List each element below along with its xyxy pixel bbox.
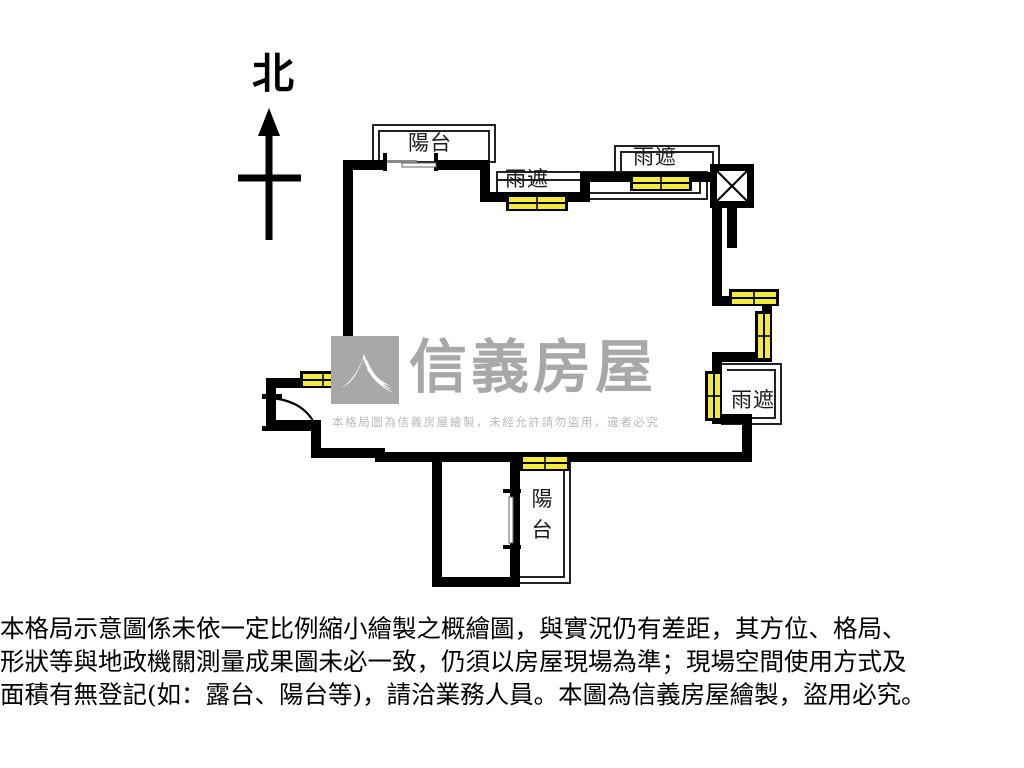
disclaimer-line-1: 本格局示意圖係未依一定比例縮小繪製之概繪圖，與實況仍有差距，其方位、格局、 xyxy=(0,614,907,643)
window-right-upper xyxy=(729,289,779,306)
window-right-vertical xyxy=(755,311,772,361)
window-top-right xyxy=(630,174,692,191)
entry-door-icon xyxy=(262,394,322,447)
sliding-door-top xyxy=(383,153,438,171)
sliding-door-bottom-balcony xyxy=(503,489,521,549)
north-arrow-icon xyxy=(238,108,301,240)
disclaimer-line-3: 面積有無登記(如：露台、陽台等)，請洽業務人員。本圖為信義房屋繪製，盜用必究。 xyxy=(0,680,926,709)
window-top-center xyxy=(506,194,568,211)
pipe-shaft-x-icon xyxy=(710,164,754,248)
label-balcony-top: 陽台 xyxy=(408,131,452,155)
disclaimer-line-2: 形狀等與地政機關測量成果圖未必一致，仍須以房屋現場為準；現場空間使用方式及 xyxy=(0,647,907,676)
window-right-lower xyxy=(705,371,722,421)
window-left xyxy=(300,371,346,388)
floor-plan-svg xyxy=(238,108,782,587)
label-rain-shelter-right: 雨遮 xyxy=(731,388,775,412)
label-balcony-bottom: 陽台 xyxy=(531,487,553,542)
disclaimer-text: 本格局示意圖係未依一定比例縮小繪製之概繪圖，與實況仍有差距，其方位、格局、 形狀… xyxy=(0,612,1024,711)
window-bottom-balcony xyxy=(520,454,570,471)
label-rain-shelter-top-center: 雨遮 xyxy=(505,167,549,191)
label-rain-shelter-top-right: 雨遮 xyxy=(633,145,677,169)
floor-plan-drawing: 信義房屋 本格局圖為信義房屋繪製，未經允許請勿盜用，違者必究 北 陽台 雨遮 雨… xyxy=(238,49,782,587)
compass-north-label: 北 xyxy=(252,49,295,98)
